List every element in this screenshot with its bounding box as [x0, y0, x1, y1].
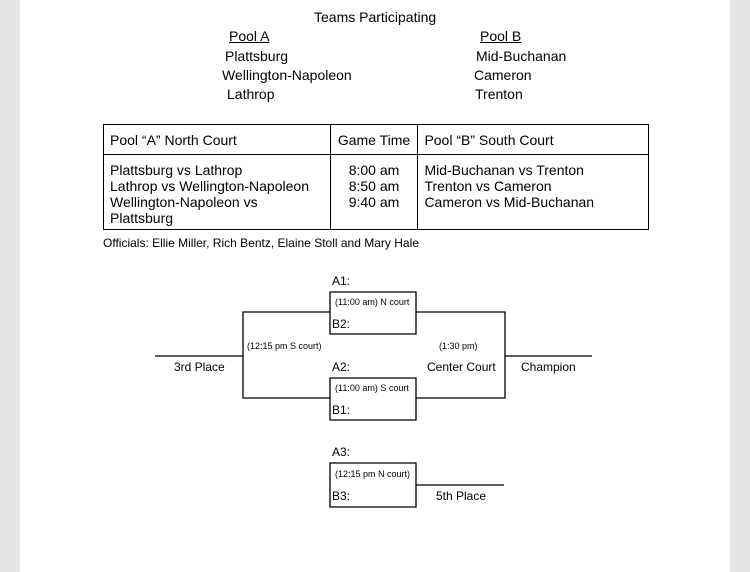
game-entry: Mid-Buchanan vs Trenton [424, 162, 584, 178]
officials-line: Officials: Ellie Miller, Rich Bentz, Ela… [103, 236, 419, 250]
pool-a-team: Lathrop [227, 86, 275, 102]
game-time: 9:40 am [348, 194, 400, 210]
pool-b-team: Mid-Buchanan [476, 48, 567, 64]
fifth-bottom-slot: B3: [332, 489, 351, 503]
third-place-time: (12:15 pm S court) [247, 341, 322, 351]
pool-a-team: Wellington-Napoleon [222, 67, 352, 83]
document-page: Teams Participating Pool A Plattsburg We… [20, 0, 730, 572]
final-court: Center Court [427, 360, 496, 374]
champion-label: Champion [521, 360, 576, 374]
pool-a-games-cell: Plattsburg vs Lathrop Lathrop vs Welling… [103, 154, 331, 230]
fifth-time: (12:15 pm N court) [335, 469, 411, 479]
game-entry: Wellington-Napoleon vs Plattsburg [110, 194, 258, 226]
fifth-place-label: 5th Place [436, 489, 487, 503]
pool-b-team: Trenton [475, 86, 523, 102]
pool-b-games-cell: Mid-Buchanan vs Trenton Trenton vs Camer… [417, 154, 649, 230]
schedule-table: Pool “A” North Court Game Time Pool “B” … [103, 124, 649, 230]
pool-a-team: Plattsburg [225, 48, 289, 64]
game-entry: Plattsburg vs Lathrop [110, 162, 243, 178]
pool-a-title: Pool A [229, 28, 270, 44]
game-entry: Lathrop vs Wellington-Napoleon [110, 178, 309, 194]
semi1-time: (11:00 am) N court [335, 297, 410, 307]
final-time: (1:30 pm) [439, 341, 478, 351]
semi2-top-slot: A2: [332, 360, 351, 374]
semi2-bottom-slot: B1: [332, 403, 351, 417]
semi1-bottom-slot: B2: [332, 317, 351, 331]
game-time: 8:50 am [348, 178, 400, 194]
teams-heading: Teams Participating [314, 9, 437, 25]
semi2-time: (11:00 am) S court [335, 383, 409, 393]
bracket-lines [155, 291, 592, 508]
table-header-row: Pool “A” North Court Game Time Pool “B” … [103, 124, 649, 155]
game-entry: Cameron vs Mid-Buchanan [424, 194, 595, 210]
semi1-top-slot: A1: [332, 274, 351, 288]
third-place-label: 3rd Place [174, 360, 225, 374]
pool-b-team: Cameron [474, 67, 532, 83]
game-time: 8:00 am [348, 162, 400, 178]
pool-b-title: Pool B [480, 28, 522, 44]
table-row: Plattsburg vs Lathrop Lathrop vs Welling… [103, 154, 649, 230]
game-times-cell: 8:00 am 8:50 am 9:40 am [329, 154, 419, 230]
game-entry: Trenton vs Cameron [424, 178, 552, 194]
header-pool-b: Pool “B” South Court [417, 124, 649, 155]
fifth-top-slot: A3: [332, 445, 351, 459]
header-pool-a: Pool “A” North Court [103, 124, 331, 155]
